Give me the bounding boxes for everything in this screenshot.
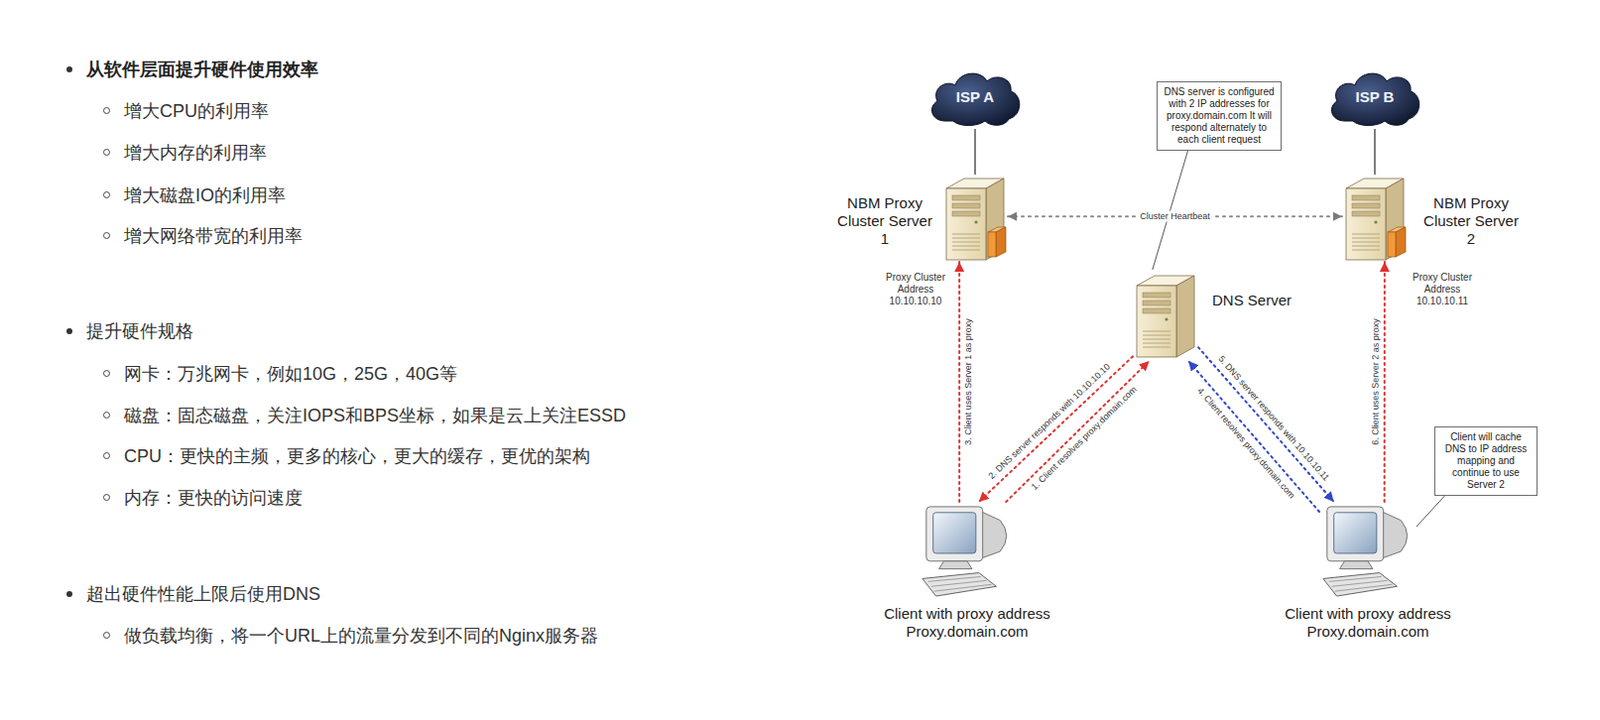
list-text: 提升硬件规格 bbox=[86, 319, 194, 344]
bullet-dot bbox=[66, 591, 73, 598]
text-holder: DNS server is configured with 2 IP addre… bbox=[1161, 86, 1277, 146]
bullet-dot bbox=[103, 493, 111, 501]
list-item: 增大网络带宽的利用率 bbox=[123, 224, 303, 248]
bullet-dot bbox=[103, 452, 111, 460]
text-holder: Client will cache DNS to IP address mapp… bbox=[1439, 431, 1533, 492]
connector-arrow bbox=[1198, 347, 1335, 502]
list-item: 网卡：万兆网卡，例如10G，25G，40G等 bbox=[123, 362, 458, 386]
list-item: 从软件层面提升硬件使用效率 bbox=[86, 57, 319, 82]
text-holder: ISP B bbox=[1325, 65, 1425, 129]
list-item: 增大磁盘IO的利用率 bbox=[123, 183, 286, 208]
icon-part bbox=[1387, 227, 1406, 257]
list-item: 提升硬件规格 bbox=[86, 319, 194, 344]
connector-line bbox=[974, 128, 977, 175]
node-label: DNS server is configured with 2 IP addre… bbox=[1161, 86, 1277, 146]
node-label: NBM Proxy Cluster Server 1 bbox=[835, 194, 935, 248]
proxy-server-icon bbox=[1342, 174, 1408, 262]
list-item: CPU：更快的主频，更多的核心，更大的缓存，更优的架构 bbox=[123, 444, 591, 469]
bullet-dot bbox=[103, 148, 111, 156]
client-pc: Client with proxy address Proxy.domain.c… bbox=[918, 501, 1016, 602]
list-text: 磁盘：固态磁盘，关注IOPS和BPS坐标，如果是云上关注ESSD bbox=[123, 403, 626, 428]
connector-arrow bbox=[1005, 361, 1149, 502]
list-item: 增大CPU的利用率 bbox=[123, 99, 269, 124]
list-text: 增大内存的利用率 bbox=[123, 140, 267, 165]
icon-part bbox=[931, 73, 1019, 125]
bullet-dot bbox=[103, 191, 111, 199]
connector-arrow bbox=[1383, 261, 1386, 502]
list-item: 磁盘：固态磁盘，关注IOPS和BPS坐标，如果是云上关注ESSD bbox=[123, 403, 626, 428]
connector-group bbox=[959, 128, 1445, 527]
list-text: 网卡：万兆网卡，例如10G，25G，40G等 bbox=[123, 362, 458, 386]
edge-label: 5. DNS server responds with 10.10.10.11 bbox=[1214, 352, 1333, 485]
bullet-dot bbox=[103, 411, 111, 419]
connector-arrow bbox=[1188, 361, 1320, 512]
list-text: CPU：更快的主频，更多的核心，更大的缓存，更优的架构 bbox=[123, 444, 591, 469]
edge-label-holder: 5. DNS server responds with 10.10.10.11 bbox=[1214, 352, 1333, 485]
connector-line bbox=[1373, 128, 1376, 175]
text-holder: NBM Proxy Cluster Server 2 bbox=[1421, 194, 1521, 248]
list-item: 内存：更快的访问速度 bbox=[123, 486, 303, 510]
list-text: 内存：更快的访问速度 bbox=[123, 486, 303, 510]
list-item: 超出硬件性能上限后使用DNS bbox=[86, 582, 321, 607]
node-label: Client will cache DNS to IP address mapp… bbox=[1439, 431, 1533, 492]
bullet-dot bbox=[66, 66, 73, 73]
node-label: ISP B bbox=[1355, 88, 1395, 107]
list-text: 增大网络带宽的利用率 bbox=[123, 224, 303, 248]
bullet-dot bbox=[66, 328, 73, 335]
proxy-server: NBM Proxy Cluster Server 1Proxy Cluster … bbox=[942, 174, 1008, 262]
text-holder: Proxy Cluster Address 10.10.10.10 bbox=[880, 271, 951, 308]
list-text: 从软件层面提升硬件使用效率 bbox=[86, 57, 319, 82]
connector-arrow bbox=[958, 261, 961, 502]
node-label: ISP A bbox=[956, 88, 994, 107]
text-holder: NBM Proxy Cluster Server 1 bbox=[835, 194, 935, 248]
list-text: 超出硬件性能上限后使用DNS bbox=[86, 582, 321, 607]
connector-line bbox=[1416, 495, 1445, 527]
note-box: DNS server is configured with 2 IP addre… bbox=[1156, 81, 1282, 151]
client-pc-icon bbox=[918, 501, 1016, 602]
list-text: 做负载均衡，将一个URL上的流量分发到不同的Nginx服务器 bbox=[123, 623, 599, 648]
text-holder: ISP A bbox=[925, 65, 1025, 129]
edge-label-holder: 6. Client uses Server 2 as proxy bbox=[1369, 316, 1381, 448]
icon-part bbox=[1331, 73, 1419, 125]
node-label: Client with proxy address Proxy.domain.c… bbox=[867, 605, 1067, 641]
node-label: NBM Proxy Cluster Server 2 bbox=[1421, 194, 1521, 248]
node-label: Client with proxy address Proxy.domain.c… bbox=[1268, 605, 1468, 641]
icon-part bbox=[987, 227, 1006, 257]
list-item: 做负载均衡，将一个URL上的流量分发到不同的Nginx服务器 bbox=[123, 623, 599, 648]
bullet-dot bbox=[103, 232, 111, 240]
list-text: 增大CPU的利用率 bbox=[123, 99, 269, 124]
node-label: DNS Server bbox=[1212, 291, 1322, 310]
text-holder: Proxy Cluster Address 10.10.10.11 bbox=[1407, 271, 1477, 308]
dns-server: DNS Server bbox=[1132, 269, 1199, 362]
bullet-dot bbox=[103, 631, 111, 639]
edge-label: Cluster Heartbeat bbox=[1137, 211, 1213, 223]
bullet-dot bbox=[103, 107, 111, 115]
text-holder: Client with proxy address Proxy.domain.c… bbox=[867, 605, 1067, 641]
edge-label-holder: Cluster Heartbeat bbox=[1137, 211, 1213, 223]
text-holder: Client with proxy address Proxy.domain.c… bbox=[1268, 605, 1468, 641]
icon-part bbox=[922, 506, 1007, 597]
edge-label: 6. Client uses Server 2 as proxy bbox=[1369, 316, 1381, 448]
client-pc: Client with proxy address Proxy.domain.c… bbox=[1319, 501, 1417, 602]
note-box: Client will cache DNS to IP address mapp… bbox=[1434, 426, 1538, 496]
node-label: Proxy Cluster Address 10.10.10.10 bbox=[880, 271, 951, 308]
node-label: Proxy Cluster Address 10.10.10.11 bbox=[1407, 271, 1477, 308]
edge-label: 3. Client uses Server 1 as proxy bbox=[963, 316, 975, 448]
client-pc-icon bbox=[1319, 501, 1417, 602]
list-text: 增大磁盘IO的利用率 bbox=[123, 183, 286, 208]
icon-part bbox=[1136, 275, 1195, 358]
isp-cloud: ISP A bbox=[925, 65, 1025, 129]
dns-server-icon bbox=[1132, 269, 1199, 362]
text-holder: DNS Server bbox=[1212, 291, 1322, 310]
icon-part bbox=[1323, 506, 1408, 597]
list-item: 增大内存的利用率 bbox=[123, 140, 267, 165]
edge-label-holder: 3. Client uses Server 1 as proxy bbox=[963, 316, 975, 448]
bullet-dot bbox=[103, 369, 111, 377]
proxy-server: NBM Proxy Cluster Server 2Proxy Cluster … bbox=[1342, 174, 1408, 262]
proxy-server-icon bbox=[942, 174, 1008, 262]
isp-cloud: ISP B bbox=[1325, 65, 1425, 129]
connector-arrow bbox=[979, 356, 1133, 502]
